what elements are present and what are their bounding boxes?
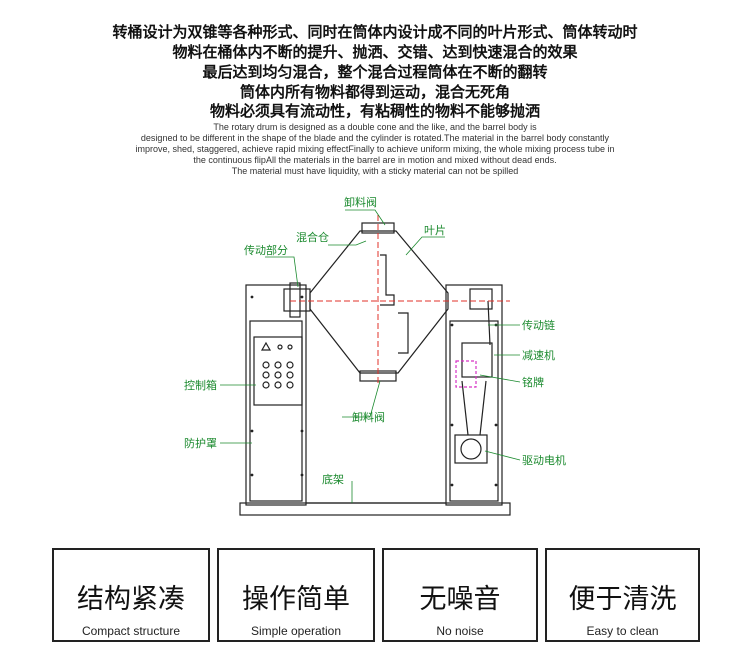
left-cabinet-inner — [249, 320, 303, 502]
label-discharge-valve-top: 卸料阀 — [344, 195, 377, 209]
feature-subtitle: Easy to clean — [586, 624, 659, 638]
nameplate — [455, 360, 477, 388]
double-cone-drum — [309, 230, 449, 374]
label-transmission: 传动部分 — [244, 243, 288, 257]
intro-en-line-4: the continuous flipAll the materials in … — [193, 155, 557, 165]
label-discharge-valve-bottom: 卸料阀 — [352, 410, 385, 424]
drive-motor — [454, 434, 488, 464]
label-reducer: 减速机 — [522, 348, 555, 362]
right-bearing-block — [469, 288, 493, 310]
feature-title: 操作简单 — [242, 584, 350, 615]
feature-title: 结构紧凑 — [77, 584, 185, 615]
left-cabinet — [245, 284, 307, 506]
right-cabinet-inner — [449, 320, 499, 502]
feature-box-simple: 操作简单 Simple operation — [217, 548, 375, 642]
label-mixing-bin: 混合仓 — [296, 230, 329, 244]
label-guard: 防护罩 — [184, 436, 217, 450]
label-drive-motor: 驱动电机 — [522, 453, 566, 467]
feature-box-compact: 结构紧凑 Compact structure — [52, 548, 210, 642]
label-nameplate: 铭牌 — [522, 375, 544, 389]
feature-subtitle: No noise — [436, 624, 484, 638]
warning-icon — [260, 341, 272, 351]
feature-title: 便于清洗 — [568, 584, 677, 615]
feature-subtitle: Simple operation — [250, 624, 342, 638]
intro-zh-line-3: 最后达到均匀混合，整个混合过程筒体在不断的翻转 — [202, 63, 548, 81]
label-blade: 叶片 — [424, 224, 446, 237]
feature-subtitle: Compact structure — [81, 624, 181, 638]
intro-en-line-5: The material must have liquidity, with a… — [231, 166, 519, 176]
label-drive-chain: 传动链 — [522, 318, 555, 332]
reducer — [461, 342, 493, 378]
intro-en-line-1: The rotary drum is designed as a double … — [213, 122, 537, 132]
mixer-diagram: 卸料阀 混合仓 叶片 传动部分 传动链 减速机 铭牌 控制箱 卸料阀 防护罩 驱… — [184, 195, 566, 516]
intro-zh-line-4: 筒体内所有物料都得到运动，混合无死角 — [239, 83, 510, 101]
feature-title: 无噪音 — [419, 584, 501, 615]
intro-en-line-2: designed to be different in the shape of… — [140, 133, 610, 143]
intro-zh-line-5: 物料必须具有流动性，有粘稠性的物料不能够抛洒 — [209, 102, 540, 120]
blade — [380, 254, 395, 306]
intro-zh-line-2: 物料在桶体内不断的提升、抛洒、交错、达到快速混合的效果 — [172, 43, 578, 61]
label-control-box: 控制箱 — [184, 378, 217, 392]
feature-box-noise: 无噪音 No noise — [382, 548, 538, 642]
label-base: 底架 — [322, 472, 344, 486]
intro-en-line-3: improve, shed, staggered, achieve rapid … — [135, 144, 615, 154]
feature-box-clean: 便于清洗 Easy to clean — [545, 548, 700, 642]
right-cabinet — [445, 284, 503, 506]
drive-chain — [487, 300, 491, 346]
control-panel — [253, 336, 303, 406]
intro-zh-line-1: 转桶设计为双锥等各种形式、同时在筒体内设计成不同的叶片形式、筒体转动时 — [112, 23, 638, 41]
